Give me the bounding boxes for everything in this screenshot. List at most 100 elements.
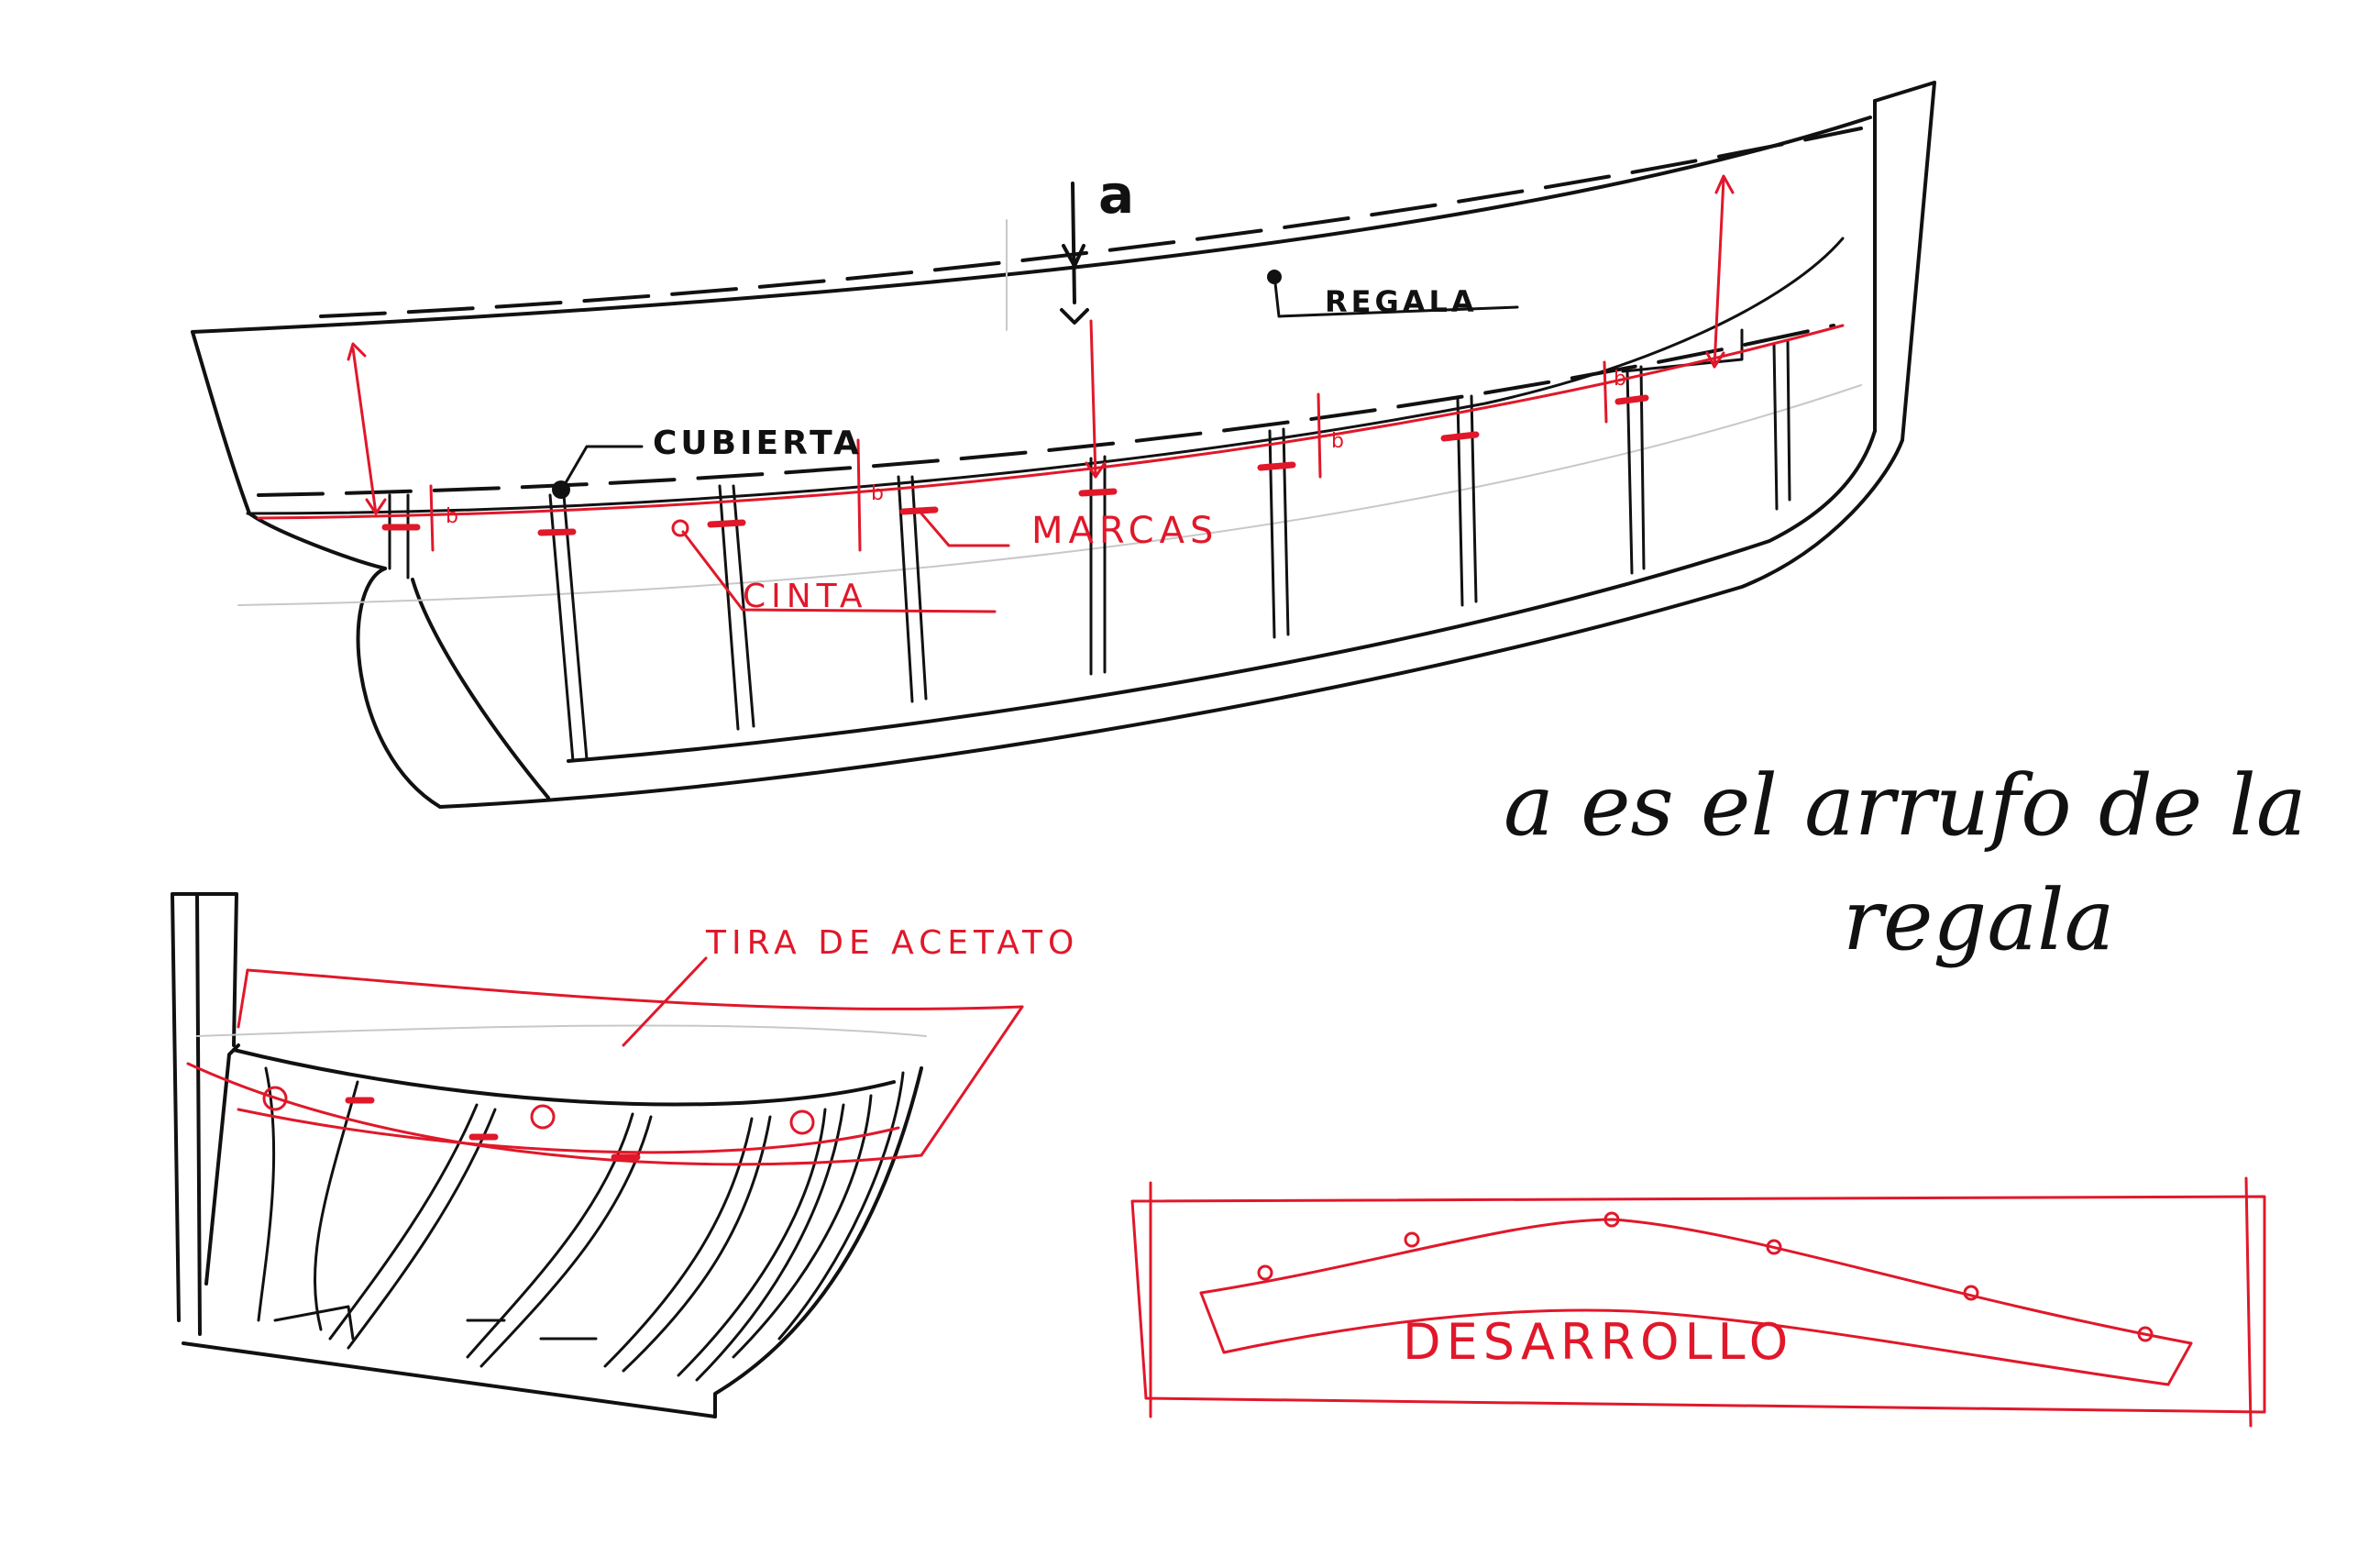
bow-edge [191, 330, 251, 515]
offset-arrow [1713, 177, 1725, 369]
acetate-leader [622, 956, 708, 1047]
hull-side-view [191, 81, 1936, 809]
developed-strip-left [1199, 1291, 1226, 1354]
frame [548, 493, 589, 763]
acetate-strip-bottom [186, 1062, 923, 1166]
development-frame-ends [1149, 1176, 2253, 1428]
development-view [1130, 1176, 2266, 1428]
stern-post-top [1873, 81, 1936, 103]
keel-strip [567, 429, 1877, 763]
hull-inner-left [204, 1043, 240, 1286]
arrufo-arrowhead [1062, 244, 1085, 268]
pencil-guide-line [237, 384, 1862, 606]
hull-bottom [182, 1341, 717, 1418]
label-b: b [1614, 368, 1632, 391]
arrowhead [1085, 461, 1107, 479]
red-marks [381, 394, 1649, 536]
sheer-line [191, 116, 1872, 334]
mark [1257, 461, 1296, 471]
label-b: b [1331, 430, 1350, 453]
mark [1078, 488, 1118, 497]
mark [1614, 394, 1649, 405]
strip-mark [530, 1104, 556, 1130]
cubierta-leader [562, 445, 644, 488]
floor-notches [273, 1305, 598, 1341]
regala-leader [1273, 273, 1519, 318]
strip-mark [262, 1086, 288, 1111]
acetate-strip-top [246, 968, 1024, 1010]
offset-arrow [351, 347, 378, 515]
gunwale-line [232, 1048, 896, 1107]
acetate-strip-left [237, 968, 249, 1029]
offset-arrow [1089, 319, 1097, 479]
cubierta-dot [552, 480, 570, 499]
mark [707, 519, 746, 528]
b-measure [856, 438, 862, 552]
b-measure [1603, 360, 1608, 424]
note-line-2: regala [1843, 871, 2114, 969]
note-line-1: a es el arrufo de la [1504, 756, 2307, 855]
arrowhead [1714, 174, 1735, 194]
cubierta-dashed-line [257, 324, 1835, 497]
arrufo-arrowhead [1060, 308, 1089, 325]
keel-bottom [356, 438, 1904, 809]
developed-strip-bottom [1222, 1308, 2170, 1386]
frame-notch [1621, 328, 1744, 373]
deck-edge-line [246, 237, 1845, 515]
frame [1772, 339, 1791, 511]
regala-dashed-line [319, 127, 1863, 318]
b-measure [1317, 392, 1322, 479]
frame [1456, 394, 1478, 607]
development-mark [1257, 1264, 1273, 1281]
cinta-red-line [257, 324, 1845, 520]
frame [328, 1103, 497, 1350]
development-mark [1963, 1285, 1979, 1301]
frame [677, 1103, 845, 1382]
acetate-cinta-line [237, 1108, 900, 1154]
arrowhead [1705, 351, 1725, 369]
stern-post-back [1901, 81, 1936, 442]
frame [732, 1071, 905, 1359]
sheer-offsets [347, 174, 1735, 552]
strip-marks [345, 1097, 641, 1161]
cinta-dot [671, 519, 689, 537]
label-desarrollo: DESARROLLO [1403, 1313, 1793, 1371]
forefoot-line [248, 512, 387, 570]
label-b: b [871, 482, 889, 505]
frame [603, 1115, 772, 1373]
label-regala: REGALA [1325, 284, 1478, 319]
b-measure [429, 484, 435, 552]
developed-strip-right [2166, 1341, 2193, 1386]
label-marcas: MARCAS [1031, 510, 1218, 552]
frame [257, 1066, 276, 1322]
label-cubierta: CUBIERTA [653, 425, 863, 462]
arrowhead [347, 342, 367, 361]
label-tira-de-acetato: TIRA DE ACETATO [705, 924, 1079, 962]
mark [1440, 431, 1480, 442]
frame [1268, 427, 1290, 639]
label-b: b [446, 505, 464, 528]
arrowhead [365, 498, 387, 515]
frame [388, 493, 410, 579]
strip-mark [789, 1109, 815, 1135]
hull-bow-end [713, 1066, 923, 1418]
development-mark [2137, 1326, 2154, 1342]
stern-post [171, 892, 238, 1336]
cinta-leader [681, 530, 997, 613]
hull-interior-view [171, 892, 1024, 1418]
arrufo-arrow [1071, 182, 1076, 304]
regala-dot [1267, 270, 1282, 284]
development-mark [1404, 1231, 1420, 1248]
development-frame [1130, 1195, 2266, 1414]
acetate-strip-right [920, 1005, 1024, 1157]
label-a: a [1098, 163, 1138, 226]
mark [899, 506, 939, 515]
mark [537, 528, 577, 536]
pencil-guide [196, 1024, 927, 1037]
stem-inner [411, 578, 550, 800]
marcas-leader [920, 512, 1010, 547]
development-mark [1603, 1211, 1620, 1228]
development-mark [1766, 1239, 1782, 1255]
